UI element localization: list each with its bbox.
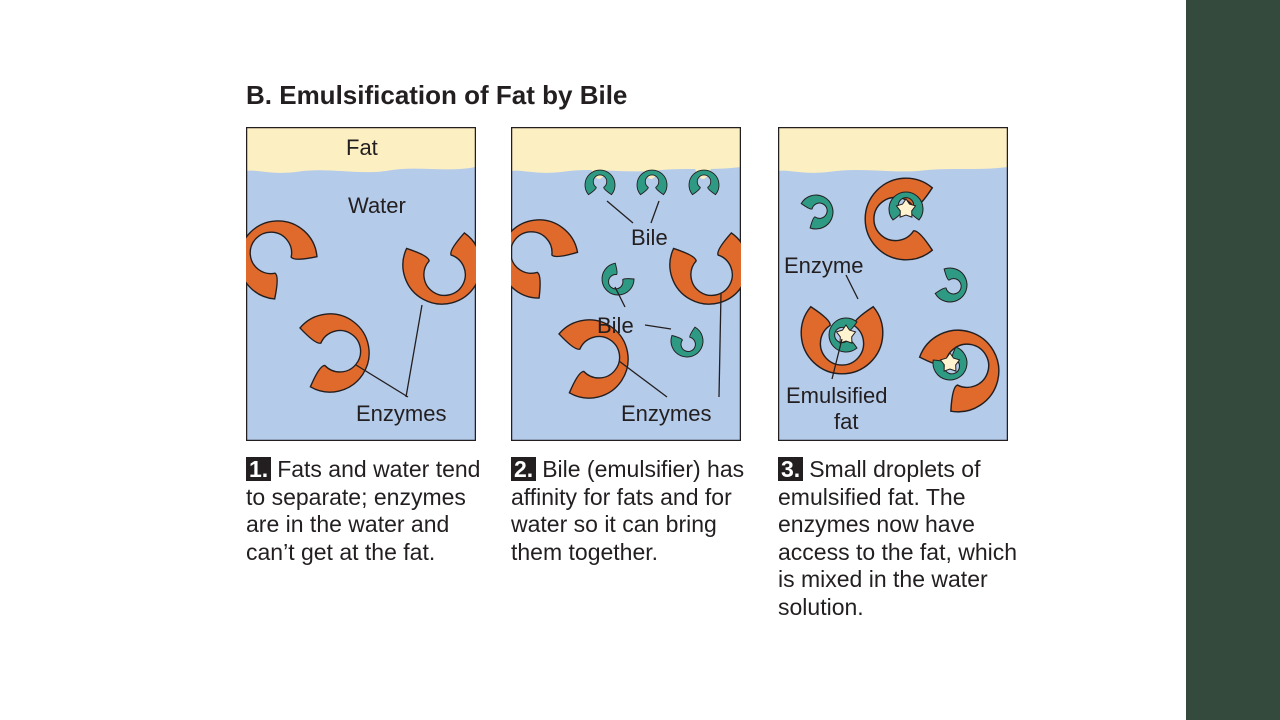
enzymes-label: Enzymes — [356, 401, 446, 426]
leader-lines — [606, 200, 722, 398]
fat-droplet — [939, 352, 961, 372]
caption-step-2: 2.Bile (emulsifier) has affinity for fat… — [511, 456, 766, 566]
caption-step-3: 3.Small droplets of emulsified fat. The … — [778, 456, 1033, 621]
bile-shape — [584, 169, 616, 196]
enzyme-shape — [246, 220, 318, 300]
fat-layer — [778, 127, 1008, 173]
leader-lines — [831, 274, 859, 380]
panel-2-diagram: Bile Bile Enzymes — [511, 127, 741, 441]
bile-label: Bile — [597, 313, 634, 338]
bile-shape — [670, 326, 704, 358]
caption-step-1: 1.Fats and water tend to separate; enzym… — [246, 456, 501, 566]
emulsified-fat-label: fat — [834, 409, 858, 434]
sidebar-bar — [1186, 0, 1280, 720]
water-label: Water — [348, 193, 406, 218]
caption-text: Fats and water tend to separate; enzymes… — [246, 456, 481, 565]
panel-frame — [778, 127, 1008, 441]
leader-lines — [355, 304, 423, 398]
fat-label: Fat — [346, 135, 378, 160]
fat-layer — [246, 127, 476, 173]
enzyme-label: Enzyme — [784, 253, 863, 278]
step-number-badge: 3. — [778, 457, 804, 481]
bile-shape — [636, 169, 668, 196]
enzyme-shape — [800, 305, 884, 375]
enzyme-shape — [918, 329, 1000, 413]
fat-layer — [511, 127, 741, 173]
water-region — [246, 127, 476, 441]
enzyme-shape — [669, 232, 741, 305]
bile-shape — [934, 267, 968, 303]
panel-3-diagram: Enzyme Emulsified fat — [778, 127, 1008, 441]
step-number-badge: 2. — [511, 457, 537, 481]
fat-droplet — [835, 324, 857, 344]
caption-text: Small droplets of emulsified fat. The en… — [778, 456, 1018, 620]
bile-shape — [601, 262, 635, 296]
enzyme-shape — [402, 232, 476, 305]
enzyme-shape — [558, 319, 629, 399]
bile-shape — [800, 194, 834, 230]
figure-title: B. Emulsification of Fat by Bile — [246, 80, 628, 110]
caption-text: Bile (emulsifier) has affinity for fats … — [511, 456, 745, 565]
bile-label: Bile — [631, 225, 668, 250]
fat-droplet — [895, 198, 917, 218]
panel-1-diagram: Fat Water Enzymes — [246, 127, 476, 441]
step-number-badge: 1. — [246, 457, 272, 481]
bile-shape — [688, 169, 720, 196]
enzyme-shape — [299, 313, 370, 393]
enzyme-shape — [511, 219, 579, 299]
enzymes-label: Enzymes — [621, 401, 711, 426]
emulsified-fat-label: Emulsified — [786, 383, 887, 408]
